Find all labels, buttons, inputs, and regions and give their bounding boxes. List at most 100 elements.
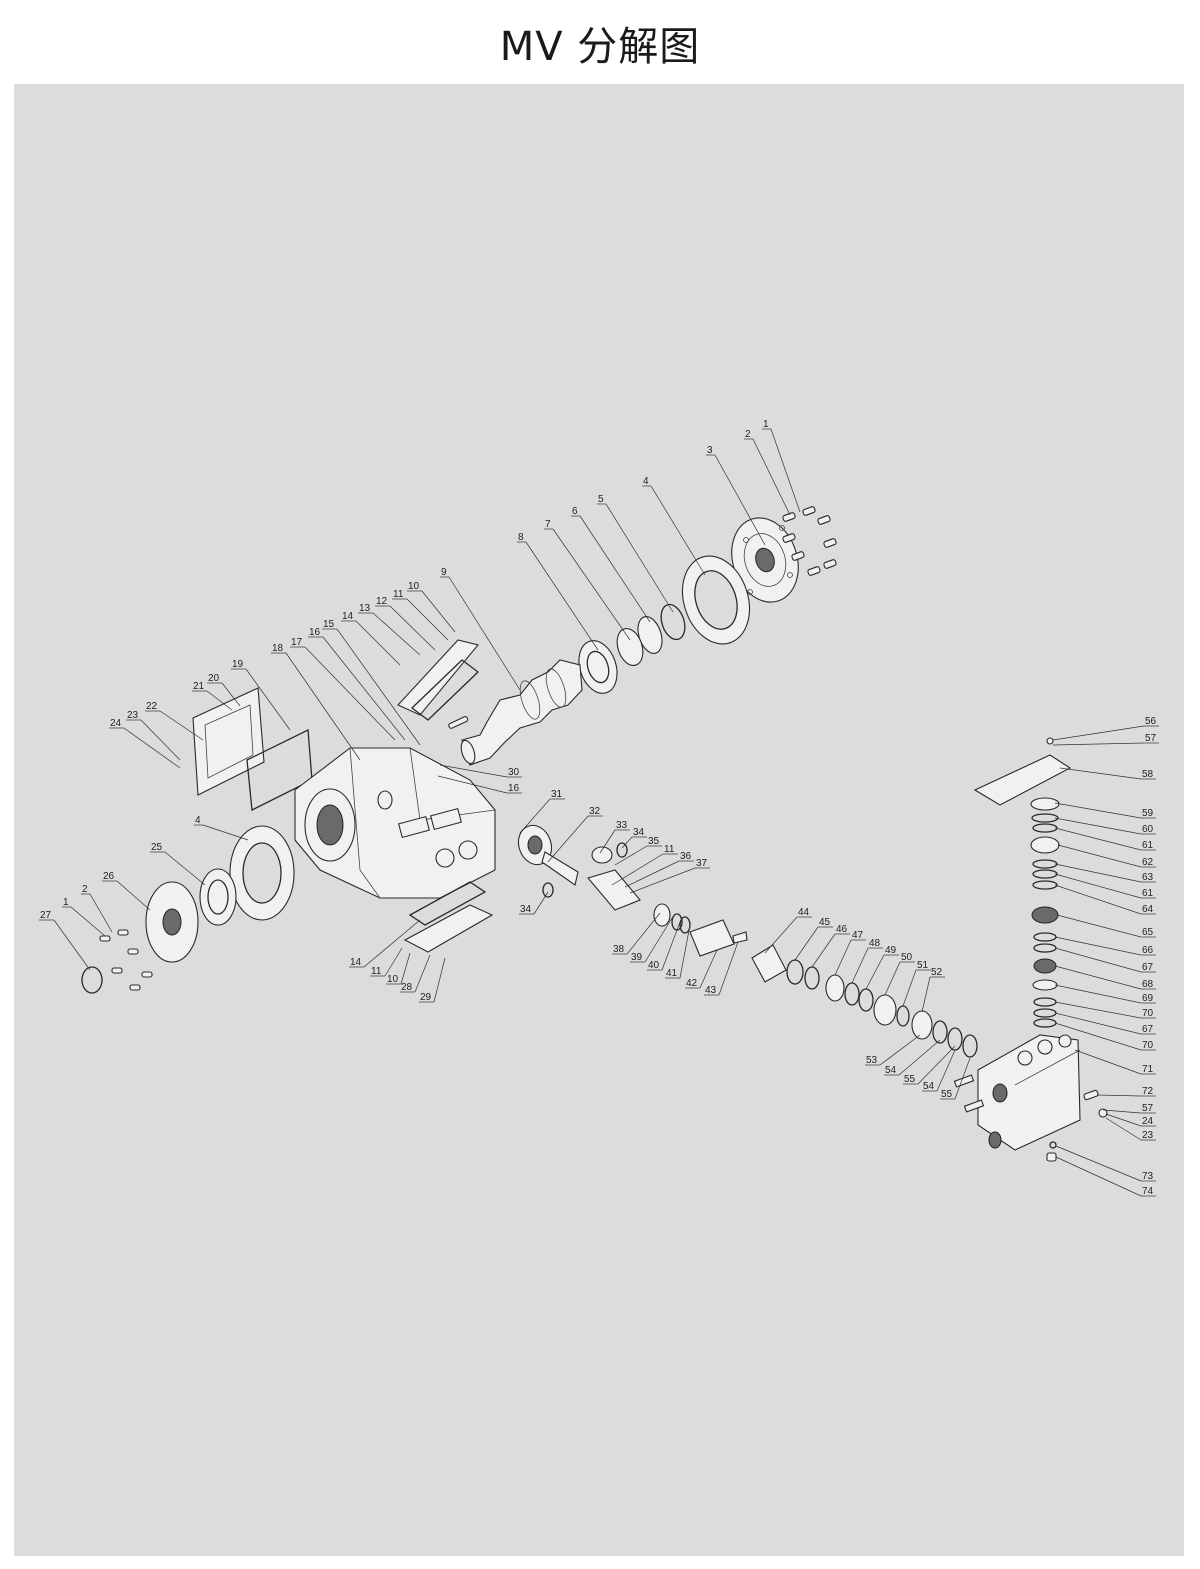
callout-28: 28 <box>400 954 431 993</box>
leader-line <box>884 961 901 996</box>
callout-24: 24 <box>1105 1113 1156 1127</box>
callout-number: 44 <box>798 907 810 918</box>
leader-line <box>164 851 206 886</box>
leader-line <box>917 1045 956 1085</box>
packing-ring-51 <box>896 1005 910 1027</box>
callout-65: 65 <box>1056 914 1156 938</box>
callout-11: 11 <box>611 844 678 886</box>
callout-11: 11 <box>392 589 449 641</box>
callout-36: 36 <box>624 851 694 888</box>
callout-57: 57 <box>1102 1103 1156 1114</box>
leader-line <box>1052 742 1145 746</box>
leader-line <box>433 957 446 1003</box>
callout-number: 4 <box>195 815 201 826</box>
callout-number: 19 <box>232 659 244 670</box>
callout-63: 63 <box>1054 863 1156 883</box>
callout-number: 61 <box>1142 840 1154 851</box>
leader-line <box>898 1039 941 1076</box>
callout-number: 33 <box>616 820 628 831</box>
leader-line <box>605 503 674 613</box>
leader-line <box>414 954 431 993</box>
rear-cover <box>192 687 265 796</box>
callout-number: 41 <box>666 968 678 979</box>
callout-20: 20 <box>207 673 241 707</box>
cover-bolts <box>782 506 837 576</box>
callout-number: 70 <box>1142 1040 1154 1051</box>
callout-61: 61 <box>1054 827 1156 851</box>
callout-48: 48 <box>851 938 883 984</box>
leader-line <box>1059 767 1142 780</box>
callout-number: 55 <box>904 1074 916 1085</box>
packing-ring-53 <box>932 1020 948 1044</box>
leader-line <box>621 836 633 849</box>
callout-number: 45 <box>819 917 831 928</box>
leader-line <box>614 845 648 866</box>
leader-line <box>140 719 181 761</box>
callout-number: 42 <box>686 978 698 989</box>
callout-32: 32 <box>547 806 603 863</box>
front-flange <box>145 881 199 963</box>
leader-line <box>322 636 406 741</box>
side-oring <box>542 882 554 898</box>
callout-66: 66 <box>1054 936 1156 956</box>
callout-number: 57 <box>1142 1103 1154 1114</box>
callout-number: 31 <box>551 789 563 800</box>
retaining-ring <box>660 603 686 641</box>
callout-number: 17 <box>291 637 303 648</box>
vent-plug <box>1046 737 1054 745</box>
leader-line <box>448 576 521 691</box>
leader-line <box>921 976 931 1013</box>
callout-number: 61 <box>1142 888 1154 899</box>
callout-23: 23 <box>1105 1117 1156 1141</box>
callout-40: 40 <box>647 921 681 971</box>
callout-54: 54 <box>884 1039 941 1076</box>
rear-gasket <box>681 555 751 645</box>
callout-number: 52 <box>931 967 943 978</box>
front-retaining-ring <box>81 966 103 994</box>
leader-line <box>1054 802 1142 819</box>
callout-number: 57 <box>1145 733 1157 744</box>
callout-2: 2 <box>81 884 113 933</box>
callout-74: 74 <box>1055 1156 1156 1197</box>
callout-59: 59 <box>1054 802 1156 819</box>
callout-number: 27 <box>40 910 52 921</box>
callout-number: 20 <box>208 673 220 684</box>
callout-17: 17 <box>290 637 396 741</box>
leader-line <box>53 919 91 971</box>
leader-line <box>1055 1156 1142 1197</box>
leader-line <box>1054 1012 1142 1035</box>
crosshead <box>587 869 641 911</box>
leader-line <box>752 438 791 516</box>
valve-cover <box>973 754 1072 806</box>
callout-number: 34 <box>520 904 532 915</box>
callout-25: 25 <box>150 842 206 886</box>
leader-line <box>661 921 681 971</box>
packing-ring-46 <box>804 966 820 990</box>
leader-line <box>1052 725 1145 741</box>
callout-33: 33 <box>599 820 630 854</box>
callout-number: 16 <box>309 627 321 638</box>
callout-number: 40 <box>648 960 660 971</box>
leader-line <box>421 590 456 633</box>
packing-sleeve <box>751 944 787 983</box>
leader-line <box>629 867 696 894</box>
leader-line <box>1057 844 1142 868</box>
callout-47: 47 <box>834 930 866 976</box>
leader-line <box>1102 1109 1142 1114</box>
callout-71: 71 <box>1074 1049 1156 1075</box>
callout-14: 14 <box>341 611 401 666</box>
callout-number: 55 <box>941 1089 953 1100</box>
bearing-cup <box>616 628 644 666</box>
leader-line <box>1054 984 1142 1004</box>
leader-line <box>1105 1117 1142 1141</box>
leader-line <box>851 947 869 984</box>
callout-64: 64 <box>1054 884 1156 915</box>
top-cover-gasket <box>410 659 480 721</box>
callout-6: 6 <box>571 506 651 623</box>
callout-60: 60 <box>1054 817 1156 835</box>
callout-34: 34 <box>519 891 549 915</box>
callout-number: 22 <box>146 701 158 712</box>
callout-4: 4 <box>194 815 249 841</box>
callout-43: 43 <box>704 941 739 996</box>
callout-55: 55 <box>903 1045 956 1085</box>
